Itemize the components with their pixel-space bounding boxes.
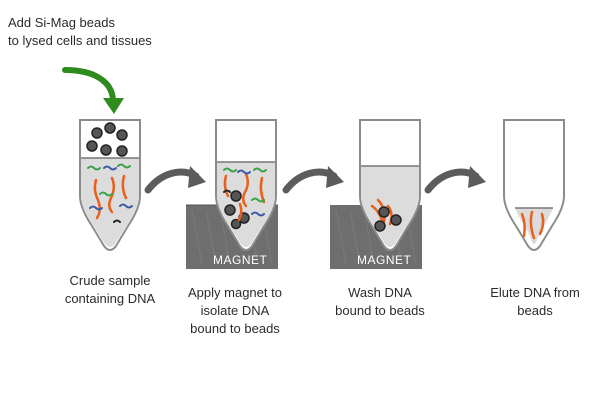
eluted-dna [520,210,545,240]
beads-bound [374,206,402,232]
intro-label: Add Si-Mag beads to lysed cells and tiss… [8,15,152,48]
step-1-caption: Crude sample containing DNA [64,273,156,306]
dna-strands [93,174,128,220]
step-arrow-1 [144,166,206,194]
beads-floating [86,122,128,157]
tube-step-2 [215,119,277,251]
step-arrow-3 [424,166,486,194]
step-arrow-2 [282,166,344,194]
debris [223,167,267,217]
magnet-label-2: MAGNET [213,253,268,267]
tube-step-4 [503,119,565,251]
step-3-caption: Wash DNA bound to beads [335,285,425,318]
magnet-label-3: MAGNET [357,253,412,267]
debris [87,163,133,223]
step-4-caption: Elute DNA from beads [490,285,580,318]
step-2-caption: Apply magnet to isolate DNA bound to bea… [188,285,282,336]
add-beads-arrow [62,67,124,114]
tube-step-1 [79,119,141,251]
tube-step-3 [359,119,421,251]
